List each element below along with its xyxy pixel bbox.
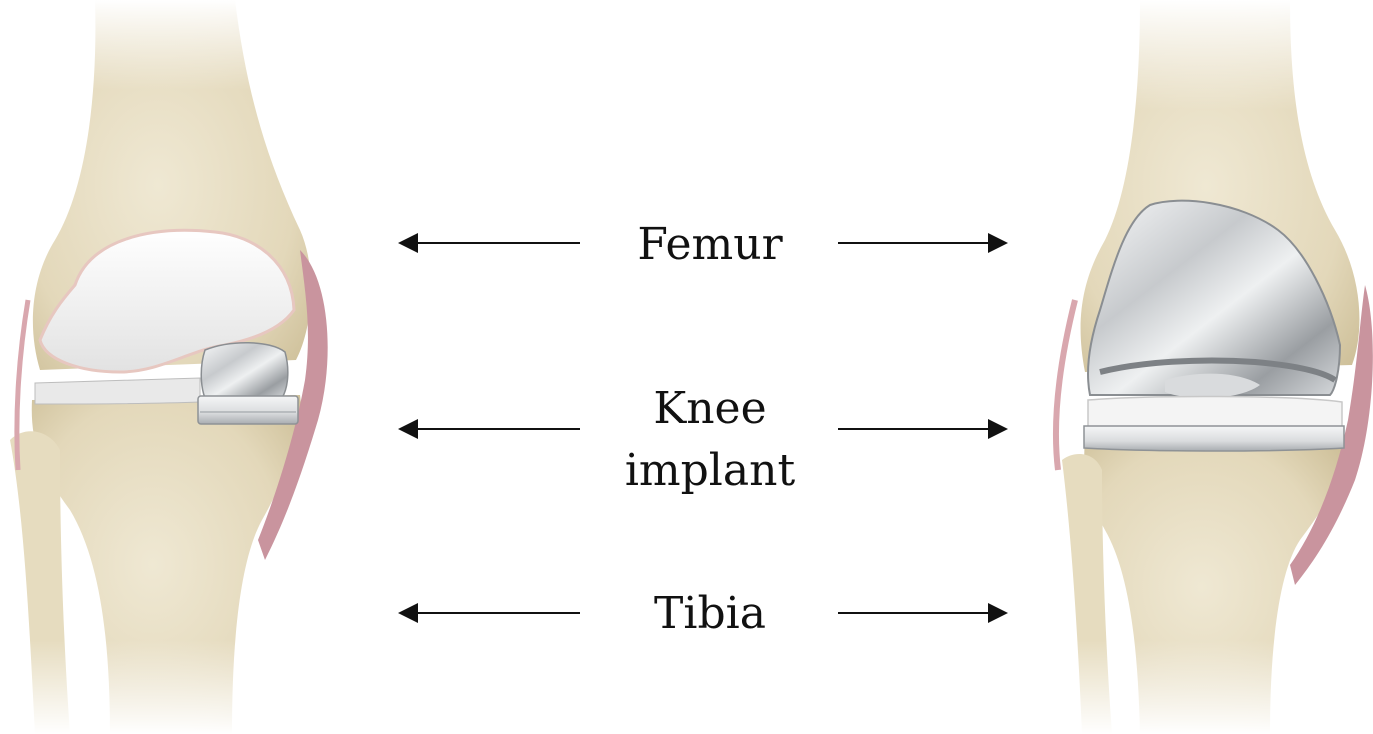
left-meniscus — [35, 378, 200, 404]
knee-implant-label-line1: Knee — [600, 378, 820, 440]
knee-implant-label: Knee implant — [600, 378, 820, 502]
left-femoral-component — [201, 343, 288, 398]
right-polyethylene-insert — [1088, 396, 1342, 428]
left-tibial-plate — [198, 396, 298, 424]
femur-label: Femur — [600, 214, 820, 276]
left-knee-illustration — [0, 0, 340, 734]
right-tibial-tray — [1084, 426, 1344, 451]
knee-implant-label-line2: implant — [600, 440, 820, 502]
tibia-label: Tibia — [600, 583, 820, 645]
right-knee-illustration — [1030, 0, 1373, 734]
